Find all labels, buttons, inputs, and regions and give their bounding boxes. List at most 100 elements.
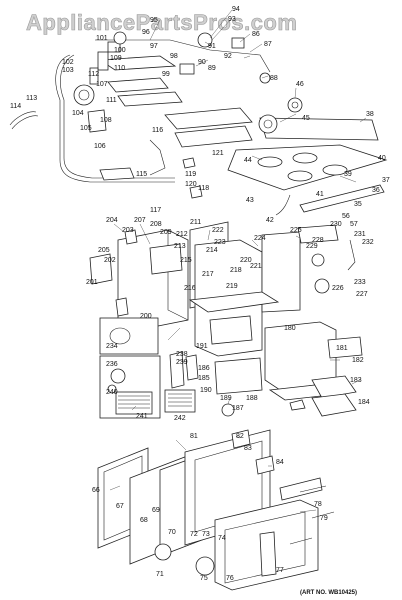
callout-35: 35 <box>354 201 362 208</box>
range-body-assembly <box>89 221 363 417</box>
callout-95: 95 <box>150 17 158 24</box>
callout-45: 45 <box>302 115 310 122</box>
callout-114: 114 <box>10 103 21 110</box>
callout-228: 228 <box>312 237 324 244</box>
callout-233: 233 <box>354 279 366 286</box>
callout-84: 84 <box>276 459 284 466</box>
callout-184: 184 <box>358 399 370 406</box>
callout-labels: 94 93 95 96 97 86 87 88 89 90 91 92 98 9… <box>10 6 390 582</box>
callout-66: 66 <box>92 487 100 494</box>
oven-burner-assembly <box>9 31 271 199</box>
callout-106: 106 <box>94 143 106 150</box>
callout-220: 220 <box>240 257 252 264</box>
callout-227: 227 <box>356 291 368 298</box>
callout-204: 204 <box>106 217 118 224</box>
callout-186: 186 <box>198 365 210 372</box>
callout-231: 231 <box>354 231 366 238</box>
callout-46: 46 <box>296 81 304 88</box>
callout-82: 82 <box>236 433 244 440</box>
callout-120: 120 <box>185 181 197 188</box>
callout-103: 103 <box>62 67 74 74</box>
callout-216: 216 <box>184 285 196 292</box>
callout-97: 97 <box>150 43 158 50</box>
cooktop-assembly <box>227 97 388 216</box>
callout-36: 36 <box>372 187 380 194</box>
callout-96: 96 <box>142 29 150 36</box>
callout-104: 104 <box>72 110 84 117</box>
callout-74: 74 <box>218 535 226 542</box>
callout-221: 221 <box>250 263 262 270</box>
callout-86: 86 <box>252 31 260 38</box>
callout-236: 236 <box>106 361 118 368</box>
callout-111: 111 <box>106 97 117 104</box>
callout-81: 81 <box>190 433 198 440</box>
callout-222: 222 <box>212 227 224 234</box>
callout-226: 226 <box>332 285 344 292</box>
oven-racks <box>99 317 199 419</box>
callout-180: 180 <box>284 325 296 332</box>
callout-211: 211 <box>190 219 201 226</box>
callout-98: 98 <box>170 53 178 60</box>
callout-83: 83 <box>244 445 252 452</box>
callout-88: 88 <box>270 75 278 82</box>
callout-116: 116 <box>152 127 163 134</box>
callout-214: 214 <box>206 247 218 254</box>
callout-217: 217 <box>202 271 214 278</box>
callout-113: 113 <box>26 95 37 102</box>
callout-110: 110 <box>114 65 125 72</box>
leader-lines <box>109 9 367 513</box>
callout-218: 218 <box>230 267 242 274</box>
callout-101: 101 <box>96 35 108 42</box>
callout-87: 87 <box>264 41 272 48</box>
callout-71: 71 <box>156 571 164 578</box>
callout-75: 75 <box>200 575 208 582</box>
callout-225: 225 <box>290 227 302 234</box>
callout-89: 89 <box>208 65 216 72</box>
callout-41: 41 <box>316 191 324 198</box>
callout-209: 209 <box>160 229 172 236</box>
callout-241: 241 <box>136 413 148 420</box>
callout-112: 112 <box>88 71 99 78</box>
callout-188: 188 <box>246 395 258 402</box>
callout-44: 44 <box>244 157 252 164</box>
callout-90: 90 <box>198 59 206 66</box>
callout-100: 100 <box>114 47 126 54</box>
callout-215: 215 <box>180 257 192 264</box>
callout-224: 224 <box>254 235 266 242</box>
callout-91: 91 <box>208 43 216 50</box>
callout-205: 205 <box>98 247 110 254</box>
callout-94: 94 <box>232 6 240 13</box>
callout-117: 117 <box>150 207 161 214</box>
callout-78: 78 <box>314 501 322 508</box>
callout-93: 93 <box>228 16 236 23</box>
callout-223: 223 <box>214 239 226 246</box>
callout-239: 239 <box>176 359 188 366</box>
callout-79: 79 <box>320 515 328 522</box>
callout-70: 70 <box>168 529 176 536</box>
callout-230: 230 <box>330 221 342 228</box>
callout-119: 119 <box>185 171 196 178</box>
callout-213: 213 <box>174 243 186 250</box>
callout-242: 242 <box>174 415 186 422</box>
callout-201: 201 <box>86 279 98 286</box>
callout-208: 208 <box>150 221 162 228</box>
callout-102: 102 <box>62 59 74 66</box>
callout-200: 200 <box>140 313 152 320</box>
callout-118: 118 <box>198 185 209 192</box>
callout-69: 69 <box>152 507 160 514</box>
callout-77: 77 <box>276 567 284 574</box>
callout-99: 99 <box>162 71 170 78</box>
callout-39: 39 <box>344 171 352 178</box>
callout-68: 68 <box>140 517 148 524</box>
callout-202: 202 <box>104 257 116 264</box>
callout-105: 105 <box>80 125 92 132</box>
callout-57: 57 <box>350 221 358 228</box>
callout-183: 183 <box>350 377 362 384</box>
callout-240: 240 <box>106 389 118 396</box>
callout-189: 189 <box>220 395 232 402</box>
callout-43: 43 <box>246 197 254 204</box>
callout-190: 190 <box>200 387 212 394</box>
callout-234: 234 <box>106 343 118 350</box>
callout-73: 73 <box>202 531 210 538</box>
